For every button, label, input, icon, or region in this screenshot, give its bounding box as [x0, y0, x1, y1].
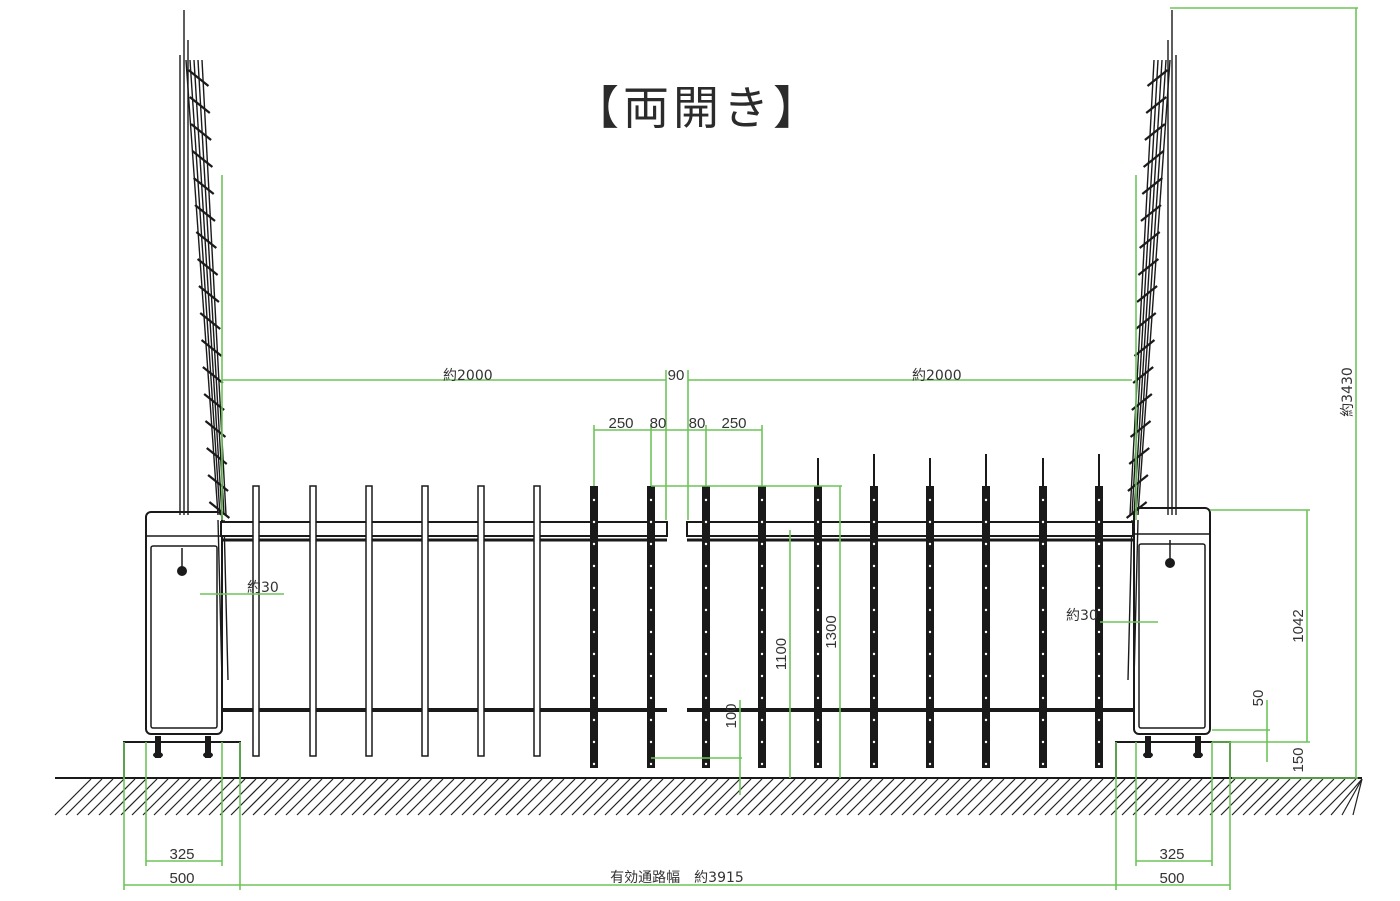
right-operator-housing — [1133, 507, 1211, 735]
dim-effective-width: 有効通路幅 約3915 — [610, 870, 744, 886]
anchor-bolts — [153, 736, 1203, 758]
dim-left-clearance: 約30 — [247, 580, 279, 596]
dim-height-150: 150 — [1290, 747, 1307, 772]
dim-post-right: 80 — [689, 415, 706, 432]
dim-left-base-inner: 325 — [169, 846, 194, 863]
dimension-lines — [123, 7, 1358, 890]
dim-pitch-left: 250 — [608, 415, 633, 432]
ground-hatch — [54, 778, 1363, 816]
dim-right-base-inner: 325 — [1159, 846, 1184, 863]
dim-right-span: 約2000 — [912, 368, 962, 384]
dim-right-clearance: 約30 — [1066, 608, 1098, 624]
fence-pickets — [252, 454, 1103, 768]
left-foundation — [123, 741, 241, 779]
right-foundation — [1115, 741, 1231, 779]
left-operator-housing — [145, 511, 223, 735]
dim-height-100: 100 — [723, 703, 740, 728]
dim-height-1042: 1042 — [1290, 609, 1307, 642]
right-raised-boom-fence — [1125, 10, 1177, 681]
dim-left-span: 約2000 — [443, 368, 493, 384]
dim-height-1300: 1300 — [823, 615, 840, 648]
left-boom-rail — [220, 521, 668, 712]
dim-right-base-outer: 500 — [1159, 870, 1184, 887]
dim-pitch-right: 250 — [721, 415, 746, 432]
dim-height-1100: 1100 — [773, 638, 790, 670]
dim-overall-height: 約3430 — [1340, 367, 1356, 417]
dim-height-50: 50 — [1250, 690, 1267, 707]
dim-center-gap: 90 — [668, 367, 685, 384]
ground — [54, 777, 1363, 816]
dim-left-base-outer: 500 — [169, 870, 194, 887]
drawing-title: 【両開き】 — [573, 81, 823, 135]
dim-post-left: 80 — [650, 415, 667, 432]
